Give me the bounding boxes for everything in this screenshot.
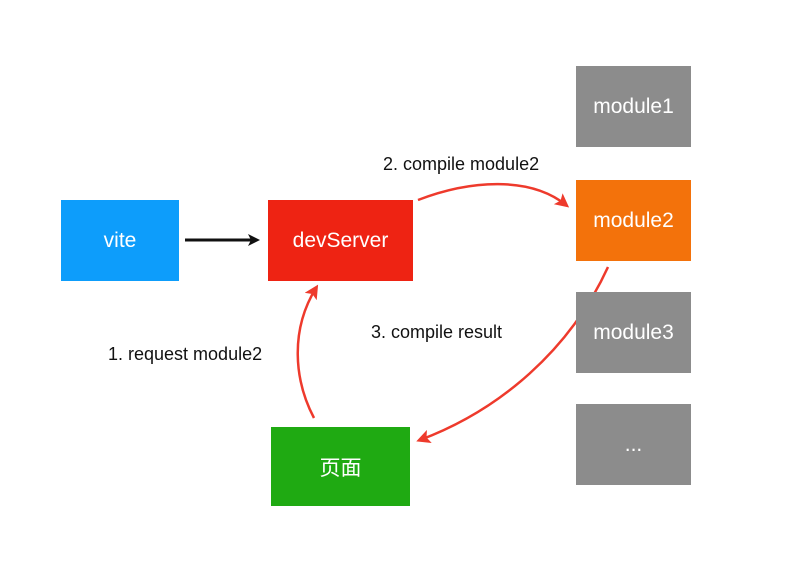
edge-compile-module2	[417, 182, 570, 208]
node-module-more-label: ...	[624, 432, 643, 456]
node-module1-label: module1	[593, 94, 674, 118]
node-module3-label: module3	[593, 320, 674, 344]
edge-label-compile-result: 3. compile result	[371, 322, 503, 342]
node-module-more: ...	[576, 404, 691, 485]
node-vite-label: vite	[103, 228, 137, 252]
node-module2: module2	[576, 180, 691, 261]
node-module1: module1	[576, 66, 691, 147]
node-module2-label: module2	[593, 208, 674, 232]
node-page-label: 页面	[319, 456, 362, 480]
edge-label-compile-module2: 2. compile module2	[383, 154, 540, 174]
edge-label-request-module2: 1. request module2	[108, 344, 263, 364]
node-vite: vite	[61, 200, 179, 281]
node-module3: module3	[576, 292, 691, 373]
node-devserver-label: devServer	[292, 228, 389, 252]
edge-request-module2	[296, 284, 319, 419]
node-devserver: devServer	[268, 200, 413, 281]
node-page: 页面	[271, 427, 410, 506]
